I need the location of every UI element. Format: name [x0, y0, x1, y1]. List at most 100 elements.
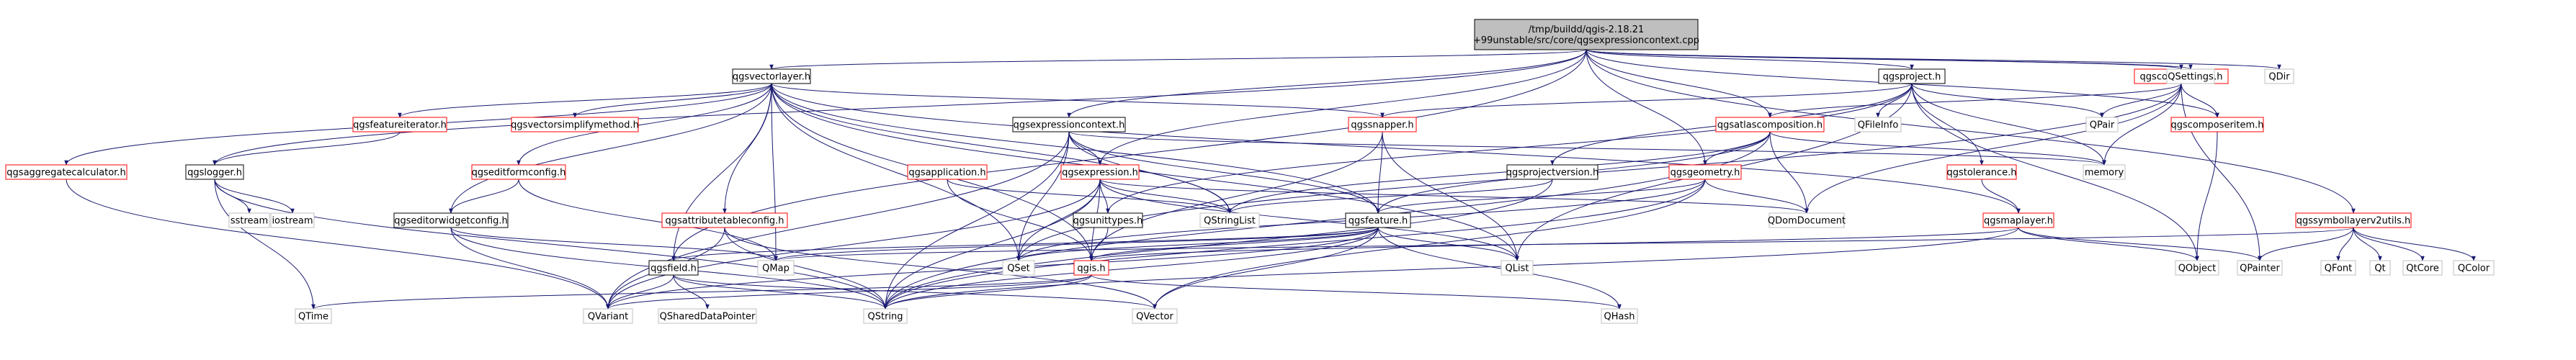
edge-qgsproject-to-qfileinfo [1876, 83, 1913, 118]
node-qcolor: QColor [2453, 260, 2495, 276]
node-qvector: QVector [1132, 308, 1178, 324]
edge-root-to-qgsgeometry [1586, 49, 1707, 166]
node-qgis-label: qgis.h [1077, 264, 1105, 274]
node-qgis[interactable]: qgis.h [1073, 260, 1109, 276]
node-qfileinfo: QFileInfo [1854, 117, 1902, 132]
node-qgscomposeritem[interactable]: qgscomposeritem.h [2170, 117, 2264, 132]
node-qgseditformconfig[interactable]: qgseditformconfig.h [471, 164, 566, 180]
edge-qgsatlascomposition-to-qstringlist [1227, 131, 1771, 214]
edge-qgsexpressioncontext-to-qstringlist [1068, 131, 1232, 214]
node-qgsapplication[interactable]: qgsapplication.h [907, 164, 988, 180]
node-qgsunittypes[interactable]: qgsunittypes.h [1073, 212, 1143, 228]
edge-root-to-qgsexpression [1098, 49, 1587, 166]
node-qgsmaplayer[interactable]: qgsmaplayer.h [1982, 212, 2054, 228]
node-qlist: QList [1501, 260, 1534, 276]
node-qpair-label: QPair [2090, 120, 2115, 131]
node-qgsatlascomposition-label: qgsatlascomposition.h [1717, 120, 1823, 131]
node-qdomdocument: QDomDocument [1768, 212, 1846, 228]
node-qgis-box [1073, 260, 1109, 276]
node-qgsprojectversion[interactable]: qgsprojectversion.h [1506, 164, 1598, 180]
node-qfileinfo-box [1854, 117, 1902, 132]
edge-qgssnapper-to-qgis [1089, 131, 1383, 261]
node-qgsaggregatecalculator-box [5, 164, 128, 180]
node-qstringlist-label: QStringList [1204, 216, 1256, 227]
node-qgsmaplayer-box [1982, 212, 2054, 228]
node-qgsunittypes-box [1073, 212, 1143, 228]
edge-qgsfeature-to-qstring [883, 227, 1379, 310]
node-qgsproject-label: qgsproject.h [1883, 72, 1941, 83]
node-qgslogger[interactable]: qgslogger.h [185, 164, 244, 180]
node-qlist-label: QList [1506, 264, 1529, 274]
node-qgstolerance-box [1946, 164, 2017, 180]
node-qgsvectorlayer[interactable]: qgsvectorlayer.h [732, 68, 811, 84]
node-qgseditformconfig-label: qgseditformconfig.h [472, 168, 566, 179]
node-qgssymbollayerv2utils[interactable]: qgssymbollayerv2utils.h [2295, 212, 2412, 228]
node-qgseditorwidgetconfig[interactable]: qgseditorwidgetconfig.h [393, 212, 509, 228]
edge-qgscomposition-to-qpainter [2181, 83, 2262, 261]
node-qt-label: Qt [2374, 264, 2385, 274]
edge-root-to-qsettings [1586, 49, 2193, 70]
edge-qgssymbollayerv2utils-to-qt [2353, 227, 2382, 261]
node-qgsattributetableconfig-box [661, 212, 788, 228]
node-qstring-label: QString [867, 312, 903, 323]
node-qgsproject[interactable]: qgsproject.h [1878, 68, 1946, 84]
edge-qgscomposition-to-qgsatlascomposition [1768, 83, 2182, 118]
node-qgsatlascomposition[interactable]: qgsatlascomposition.h [1715, 117, 1825, 132]
node-qgsaggregatecalculator-label: qgsaggregatecalculator.h [6, 168, 125, 179]
edge-qgis-to-qtime [311, 274, 1092, 310]
node-qgsfield-box [648, 260, 699, 276]
node-qstringlist: QStringList [1199, 212, 1260, 228]
node-qgsfield[interactable]: qgsfield.h [648, 260, 699, 276]
edge-qgsvectorlayer-to-qmap [771, 83, 778, 261]
node-sstream-label: sstream [231, 216, 268, 227]
node-qsettings: QSettings [2166, 68, 2215, 84]
edge-qgsexpressioncontext-to-qset [1016, 131, 1070, 261]
edge-qgsvectorlayer-to-qgseditformconfig [516, 83, 772, 166]
node-qtcore: QtCore [2402, 260, 2443, 276]
edge-qgsfeature-to-qlist [1377, 227, 1519, 261]
node-qgsvectorsimplifymethod[interactable]: qgsvectorsimplifymethod.h [511, 117, 639, 132]
node-qgstolerance-label: qgstolerance.h [1946, 168, 2016, 179]
node-qgsfeatureiterator[interactable]: qgsfeatureiterator.h [352, 117, 447, 132]
edge-qgsattributetableconfig-to-qstring [724, 227, 887, 310]
node-root-box [1474, 19, 1699, 50]
node-qgsexpressioncontext[interactable]: qgsexpressioncontext.h [1012, 117, 1126, 132]
edge-qgsproject-to-qgsunittypes [1106, 83, 1913, 214]
edge-qgsatlascomposition-to-qdomdocument [1769, 131, 1809, 214]
node-qdomdocument-label: QDomDocument [1768, 216, 1846, 227]
node-qgsgeometry[interactable]: qgsgeometry.h [1668, 164, 1742, 180]
node-qgsexpression-label: qgsexpression.h [1062, 168, 1138, 179]
edge-qgsexpression-to-qlist [1099, 179, 1519, 261]
node-qgssymbollayerv2utils-label: qgssymbollayerv2utils.h [2297, 216, 2411, 227]
edge-qgsproject-to-memory [1911, 83, 2106, 166]
edge-qgstolerance-to-qgsmaplayer [1981, 179, 2021, 214]
edge-qgsfield-to-qvariant [606, 274, 674, 310]
node-qgsattributetableconfig[interactable]: qgsattributetableconfig.h [661, 212, 788, 228]
edge-qgsapplication-to-qgis [947, 179, 1094, 261]
edge-qgsvectorlayer-to-qgsfield [671, 83, 772, 261]
node-qgsvectorsimplifymethod-label: qgsvectorsimplifymethod.h [511, 120, 639, 131]
node-qgsgeometry-box [1668, 164, 1742, 180]
node-layer: /tmp/buildd/qgis-2.18.21+99unstable/src/… [5, 19, 2495, 324]
node-qgsexpression[interactable]: qgsexpression.h [1060, 164, 1140, 180]
edge-qgis-to-qstring [883, 274, 1092, 310]
node-qgstolerance[interactable]: qgstolerance.h [1946, 164, 2017, 180]
node-qtcore-box [2402, 260, 2443, 276]
node-qgsvectorlayer-box [732, 68, 811, 84]
node-qgsatlascomposition-box [1715, 117, 1825, 132]
node-qvector-box [1132, 308, 1178, 324]
node-qsettings-box [2166, 68, 2215, 84]
edge-qgsvectorlayer-to-qgseditorwidgetconfig [449, 83, 772, 214]
node-qstring-box [863, 308, 908, 324]
node-qmap-label: QMap [762, 264, 790, 274]
node-qgsaggregatecalculator[interactable]: qgsaggregatecalculator.h [5, 164, 128, 180]
node-qgssnapper[interactable]: qgssnapper.h [1348, 117, 1417, 132]
node-qfont: QFont [2320, 260, 2356, 276]
node-qgsfeature-label: qgsfeature.h [1349, 216, 1408, 227]
node-qgssnapper-box [1348, 117, 1417, 132]
node-qgsexpressioncontext-label: qgsexpressioncontext.h [1014, 120, 1125, 131]
node-qcolor-label: QColor [2458, 264, 2490, 274]
edge-qgslogger-to-qstring [214, 179, 887, 310]
node-qtcore-label: QtCore [2406, 264, 2438, 274]
node-qgsfeature[interactable]: qgsfeature.h [1345, 212, 1411, 228]
